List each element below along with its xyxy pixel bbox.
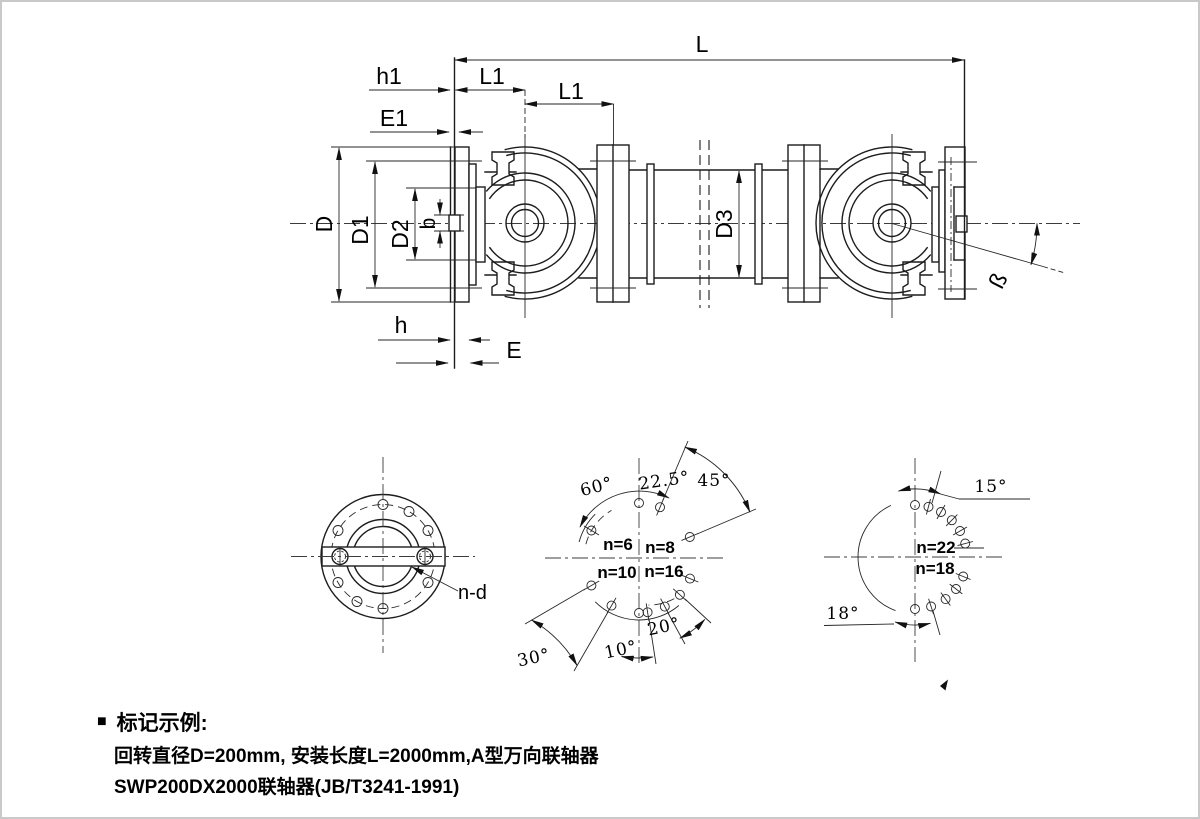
angle-label-10: 10° (603, 637, 640, 663)
dim-label-E: E (506, 337, 521, 363)
count-label-n18: n=18 (915, 559, 954, 578)
angle-label-45: 45° (697, 471, 730, 491)
right-bearing-eye (872, 203, 912, 243)
left-key-slot (448, 214, 461, 232)
right-top-bearing-cap (902, 151, 926, 186)
angle-label-60: 60° (578, 473, 615, 501)
dim-label-h1: h1 (376, 63, 402, 89)
right-bottom-bearing-cap (902, 261, 926, 296)
notes-heading: 标记示例: (116, 712, 208, 735)
end-view-left: n-d (291, 457, 487, 653)
angle-label-15: 15° (974, 477, 1007, 497)
left-universal-joint (484, 146, 602, 300)
left-flange (448, 57, 486, 369)
count-label-n6: n=6 (603, 535, 633, 554)
dim-label-L: L (696, 31, 709, 57)
count-label-n8: n=8 (645, 538, 675, 557)
shaft-middle (590, 140, 839, 308)
notes-line2: SWP200DX2000联轴器(JB/T3241-1991) (114, 777, 460, 798)
angle-label-18: 18° (826, 604, 859, 624)
right-universal-joint (815, 146, 933, 300)
end-view-right: 15° 18° n=22 n=18 (823, 458, 1030, 691)
count-label-n22: n=22 (916, 538, 955, 557)
count-label-n10: n=10 (597, 563, 636, 582)
right-key-slot (955, 215, 968, 233)
right-flange (931, 59, 977, 300)
dim-label-E1: E1 (380, 105, 408, 131)
dim-label-D1: D1 (347, 215, 373, 244)
bullet-square-icon: ■ (97, 713, 107, 730)
notes-line1: 回转直径D=200mm, 安装长度L=2000mm,A型万向联轴器 (114, 746, 599, 767)
middle-view-angle-dims (524, 440, 757, 672)
dim-label-D2: D2 (387, 219, 413, 248)
stray-arrowhead (940, 679, 948, 691)
left-top-bearing-cap (491, 151, 515, 186)
dim-label-b: b (417, 218, 440, 230)
n-d-leader (411, 566, 459, 592)
count-label-n16: n=16 (644, 562, 683, 581)
dim-label-D3: D3 (711, 209, 737, 238)
label-n-d: n-d (458, 582, 487, 604)
left-bearing-eye (505, 203, 545, 243)
dim-label-L1-right: L1 (558, 78, 584, 104)
dim-label-h: h (395, 312, 408, 338)
angle-label-30: 30° (516, 645, 553, 671)
right-view-bolt-holes (910, 498, 974, 615)
dim-label-D: D (311, 216, 337, 233)
angle-label-22-5: 22.5° (637, 468, 691, 495)
middle-view-bolt-holes (583, 498, 699, 622)
dim-label-L1-left: L1 (479, 63, 505, 89)
dim-label-beta: ß (983, 268, 1013, 292)
side-view: ß L h1 L1 L1 E1 D (290, 31, 1080, 369)
notes-heading-row: ■ 标记示例: (97, 707, 208, 737)
angle-label-20: 20° (646, 614, 683, 640)
right-view-outer-arc (857, 504, 896, 612)
middle-view-outer-arc (594, 601, 680, 621)
right-view-angle-dims (823, 470, 1030, 691)
side-view-dimensions: L h1 L1 L1 E1 D D1 (311, 31, 965, 366)
left-bottom-bearing-cap (491, 261, 515, 296)
end-view-middle: 60° 22.5° 45° 30° 10° 20° n=6 n=8 n=10 n… (516, 440, 757, 672)
